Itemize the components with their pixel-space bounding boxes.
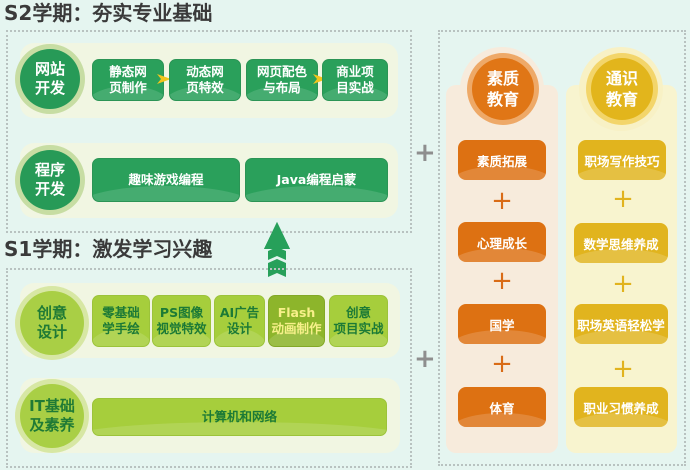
category-label-line1: IT基础 — [29, 397, 75, 415]
course-label: 动态网 — [186, 64, 224, 79]
arrow-right-icon — [157, 74, 171, 84]
course-label: 网页配色 — [256, 64, 307, 79]
course-label: 页制作 — [109, 80, 147, 95]
item-label: 国学 — [489, 317, 515, 333]
s2-section-container — [6, 30, 412, 233]
course-ps-image-effects[interactable]: PS图像视觉特效 — [152, 295, 211, 347]
course-label: PS图像 — [159, 305, 204, 320]
header-label-line1: 素质 — [486, 69, 519, 88]
course-ai-ad-design[interactable]: AI广告设计 — [214, 295, 265, 347]
course-web-color-layout[interactable]: 网页配色与布局 — [246, 59, 318, 101]
course-label: 视觉特效 — [156, 321, 207, 336]
s1-section-container — [6, 268, 412, 468]
header-label-line2: 教育 — [605, 90, 638, 109]
item-label: 职业习惯养成 — [583, 400, 659, 416]
category-label-line1: 网站 — [34, 60, 65, 78]
category-it-basics: IT基础及素养 — [20, 384, 84, 448]
item-workplace-writing[interactable]: 职场写作技巧 — [578, 140, 666, 180]
course-label: 计算机和网络 — [201, 409, 277, 424]
course-label: Java编程启蒙 — [276, 172, 357, 187]
category-creative-design: 创意设计 — [20, 291, 84, 355]
header-quality-education: 素质教育 — [472, 58, 534, 120]
header-general-education: 通识教育 — [591, 58, 653, 120]
course-label: 设计 — [226, 321, 252, 336]
course-fun-game-programming[interactable]: 趣味游戏编程 — [92, 158, 240, 202]
plus-icon: + — [612, 184, 634, 214]
item-sports[interactable]: 体育 — [458, 387, 546, 427]
course-label: 商业项 — [336, 64, 374, 79]
course-label: 与布局 — [263, 80, 301, 95]
item-label: 职场英语轻松学 — [577, 317, 665, 333]
course-label: 页特效 — [186, 80, 224, 95]
category-programming: 程序开发 — [20, 150, 80, 210]
category-label-line1: 创意 — [36, 304, 67, 322]
item-quality-expansion[interactable]: 素质拓展 — [458, 140, 546, 180]
course-creative-project[interactable]: 创意项目实战 — [329, 295, 388, 347]
item-label: 素质拓展 — [476, 153, 527, 169]
item-workplace-english[interactable]: 职场英语轻松学 — [574, 304, 668, 344]
header-label-line2: 教育 — [486, 90, 519, 109]
category-label-line2: 设计 — [36, 323, 67, 341]
item-mental-growth[interactable]: 心理成长 — [458, 222, 546, 262]
course-static-web[interactable]: 静态网页制作 — [92, 59, 164, 101]
course-label: 零基础 — [102, 305, 140, 320]
course-commercial-project[interactable]: 商业项目实战 — [322, 59, 388, 101]
course-label: 动画制作 — [271, 321, 322, 336]
course-label: 目实战 — [336, 80, 374, 95]
plus-icon: + — [491, 266, 513, 296]
category-label-line2: 开发 — [34, 180, 65, 198]
plus-connector-icon: + — [414, 138, 436, 168]
course-label: 项目实战 — [333, 321, 384, 336]
item-label: 数学思维养成 — [583, 236, 659, 252]
course-computer-network[interactable]: 计算机和网络 — [92, 398, 387, 436]
course-label: 趣味游戏编程 — [128, 172, 204, 187]
plus-icon: + — [491, 349, 513, 379]
item-label: 职场写作技巧 — [584, 153, 660, 169]
s1-semester-title: S1学期：激发学习兴趣 — [4, 237, 213, 261]
course-label: 静态网 — [109, 64, 147, 79]
s2-semester-title: S2学期：夯实专业基础 — [4, 1, 213, 25]
item-career-habits[interactable]: 职业习惯养成 — [574, 387, 668, 427]
arrow-right-icon — [313, 74, 327, 84]
course-zero-basis-drawing[interactable]: 零基础学手绘 — [92, 295, 150, 347]
plus-icon: + — [612, 354, 634, 384]
course-dynamic-web[interactable]: 动态网页特效 — [169, 59, 241, 101]
header-label-line1: 通识 — [605, 69, 638, 88]
item-math-thinking[interactable]: 数学思维养成 — [574, 223, 668, 263]
general-education-container — [438, 30, 686, 466]
item-label: 体育 — [489, 400, 515, 416]
plus-connector-icon: + — [414, 344, 436, 374]
item-label: 心理成长 — [476, 235, 527, 251]
plus-icon: + — [612, 269, 634, 299]
course-java-intro[interactable]: Java编程启蒙 — [245, 158, 388, 202]
category-label-line1: 程序 — [34, 161, 65, 179]
course-label: AI广告 — [219, 305, 260, 320]
category-label-line2: 开发 — [34, 79, 65, 97]
category-web-dev: 网站开发 — [20, 49, 80, 109]
plus-icon: + — [491, 186, 513, 216]
category-label-line2: 及素养 — [29, 416, 75, 434]
course-label: 学手绘 — [102, 321, 140, 336]
item-chinese-studies[interactable]: 国学 — [458, 304, 546, 344]
course-label: Flash — [277, 305, 316, 320]
course-label: 创意 — [345, 305, 371, 320]
